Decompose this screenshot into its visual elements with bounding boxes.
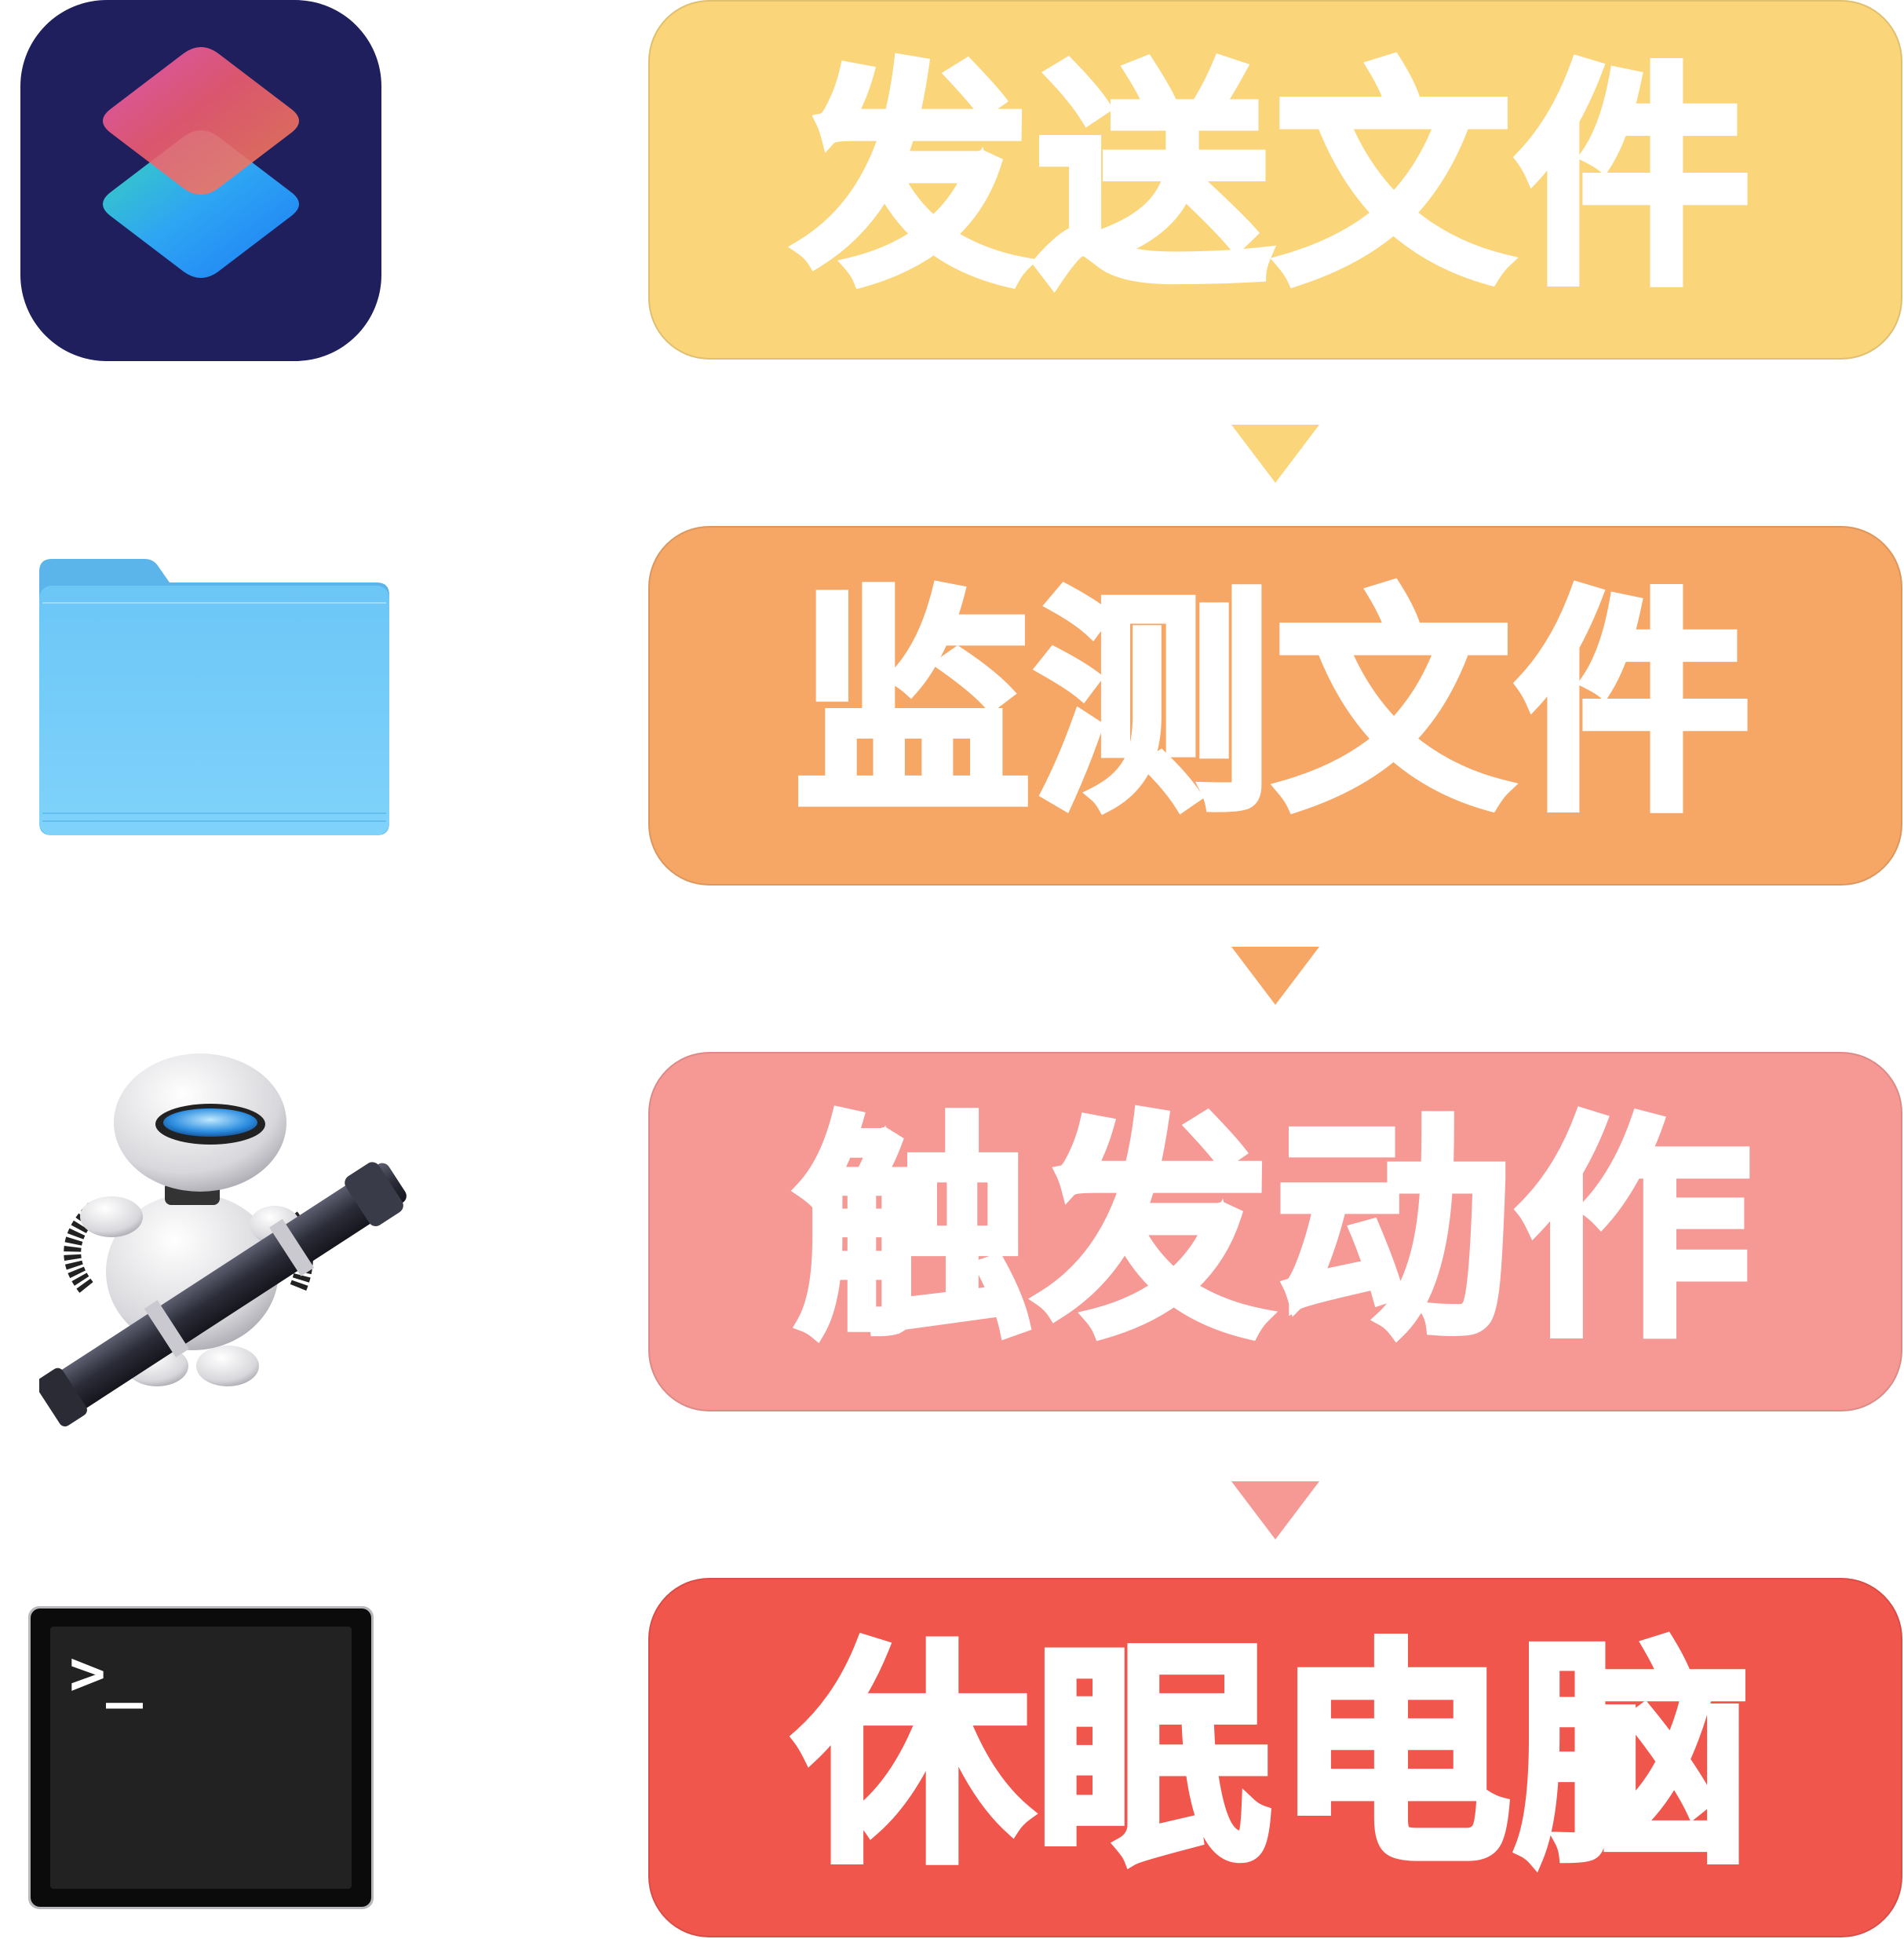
step-sleep-computer: 休眠电脑	[648, 1578, 1902, 1937]
automator-robot-icon	[35, 1036, 408, 1429]
terminal-app-icon: >_	[28, 1606, 374, 1909]
step-label: 休眠电脑	[791, 1620, 1756, 1894]
down-arrow-icon	[1231, 947, 1319, 1005]
step-label: 监测文件	[791, 568, 1756, 842]
down-arrow-icon	[1231, 1481, 1319, 1539]
step-send-file: 发送文件	[648, 0, 1902, 360]
step-label: 触发动作	[791, 1094, 1756, 1368]
shortcuts-app-icon	[20, 0, 381, 361]
step-label: 发送文件	[791, 42, 1756, 316]
finder-folder-icon	[39, 559, 389, 835]
terminal-prompt: >_	[69, 1638, 143, 1709]
step-trigger-action: 触发动作	[648, 1052, 1902, 1411]
down-arrow-icon	[1231, 425, 1319, 483]
step-monitor-file: 监测文件	[648, 526, 1902, 886]
